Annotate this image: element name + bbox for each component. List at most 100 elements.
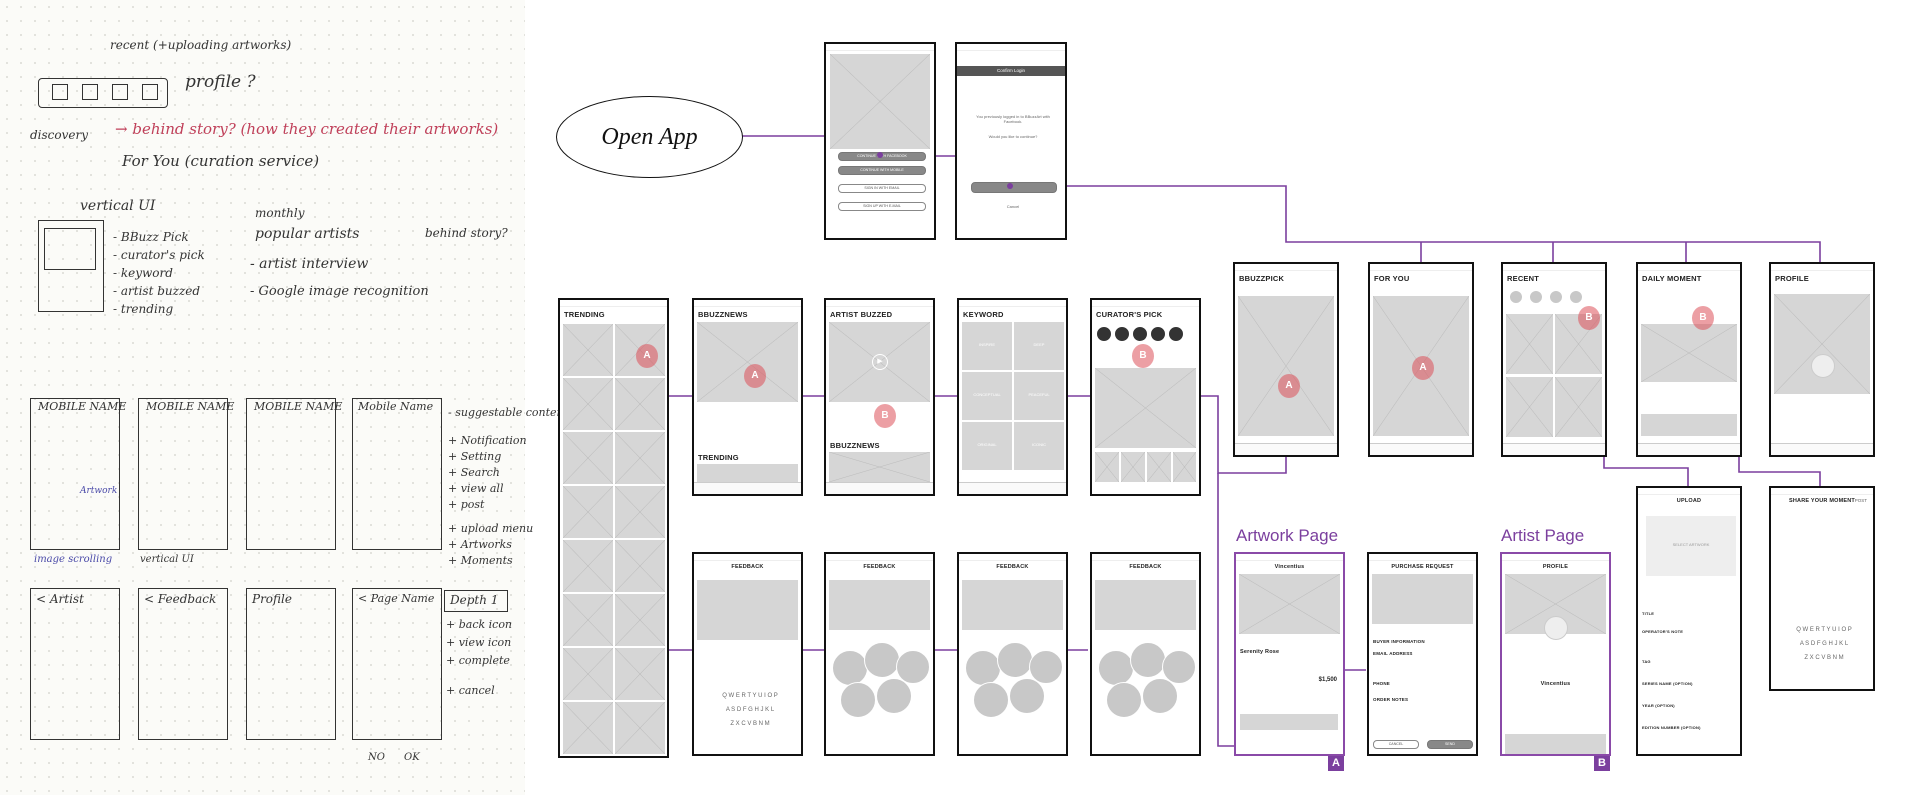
post-button[interactable]: POST bbox=[1854, 498, 1867, 503]
curator-avatar[interactable] bbox=[1114, 326, 1130, 342]
trending-tile[interactable] bbox=[563, 540, 613, 592]
curator-avatar[interactable] bbox=[1168, 326, 1184, 342]
screen-title: FOR YOU bbox=[1374, 274, 1410, 283]
trending-tile[interactable] bbox=[563, 702, 613, 754]
status-bar bbox=[1235, 264, 1337, 271]
cancel-button[interactable]: CANCEL bbox=[1373, 740, 1419, 749]
feedback-bubble[interactable] bbox=[876, 678, 912, 714]
keyword-tile[interactable]: INSPIRE bbox=[962, 322, 1012, 370]
keyword-tile[interactable]: PEACEFUL bbox=[1014, 372, 1064, 420]
select-artwork-text: SELECT ARTWORK bbox=[1672, 542, 1710, 547]
trending-tile[interactable] bbox=[563, 378, 613, 430]
pick-thumb[interactable] bbox=[1121, 452, 1145, 482]
curator-avatar[interactable] bbox=[1132, 326, 1148, 342]
feedback-bubble[interactable] bbox=[832, 650, 868, 686]
sketch-nav-icon bbox=[142, 84, 158, 100]
pick-thumb[interactable] bbox=[1173, 452, 1196, 482]
feedback-bubble[interactable] bbox=[1106, 682, 1142, 718]
trending-tile[interactable] bbox=[615, 594, 665, 646]
fb-cancel-link[interactable]: Cancel bbox=[1006, 204, 1020, 209]
sign-in-email-button[interactable]: SIGN IN WITH EMAIL bbox=[838, 184, 926, 193]
news-thumb[interactable] bbox=[829, 452, 930, 482]
sign-up-email-button[interactable]: SIGN UP WITH E-MAIL bbox=[838, 202, 926, 211]
keyboard-row[interactable]: A S D F G H J K L bbox=[1799, 641, 1849, 647]
pick-image[interactable] bbox=[1095, 368, 1196, 448]
recent-artwork[interactable] bbox=[1506, 377, 1553, 437]
artist-name[interactable]: Vincentius bbox=[1274, 564, 1305, 570]
screen-title: SHARE YOUR MOMENT bbox=[1789, 498, 1855, 504]
keyword-tile[interactable]: ICONIC bbox=[1014, 422, 1064, 470]
pick-thumb[interactable] bbox=[1095, 452, 1119, 482]
trending-tile[interactable] bbox=[563, 648, 613, 700]
feedback-bubble[interactable] bbox=[1029, 650, 1063, 684]
news-image[interactable] bbox=[697, 322, 798, 402]
feedback-bubble[interactable] bbox=[973, 682, 1009, 718]
status-bar bbox=[1771, 488, 1873, 495]
avatar[interactable] bbox=[1569, 290, 1583, 304]
trending-tile[interactable] bbox=[615, 702, 665, 754]
avatar[interactable] bbox=[1529, 290, 1543, 304]
status-bar bbox=[1236, 554, 1343, 561]
recent-artwork[interactable] bbox=[1555, 377, 1602, 437]
trending-tile[interactable] bbox=[615, 378, 665, 430]
fb-continue-button[interactable] bbox=[971, 182, 1057, 193]
curator-avatar[interactable] bbox=[1150, 326, 1166, 342]
trending-tile[interactable] bbox=[615, 432, 665, 484]
trending-tile[interactable] bbox=[563, 432, 613, 484]
screen-title: PROFILE bbox=[1542, 564, 1569, 570]
feedback-bubble[interactable] bbox=[840, 682, 876, 718]
trending-tile[interactable] bbox=[615, 540, 665, 592]
tab-bar[interactable] bbox=[959, 482, 1066, 494]
screen-title: ARTIST BUZZED bbox=[830, 310, 893, 319]
sketch-note: + back icon bbox=[446, 618, 513, 631]
sketch-phone bbox=[30, 588, 120, 740]
trending-tile[interactable] bbox=[563, 486, 613, 538]
avatar[interactable] bbox=[1509, 290, 1523, 304]
tab-bar[interactable] bbox=[826, 482, 933, 494]
feedback-bubble[interactable] bbox=[997, 642, 1033, 678]
feedback-bubble[interactable] bbox=[965, 650, 1001, 686]
tab-bar[interactable] bbox=[694, 482, 801, 494]
avatar[interactable] bbox=[1549, 290, 1563, 304]
keyboard-row[interactable]: Z X C V B N M bbox=[730, 721, 770, 727]
feedback-bubble[interactable] bbox=[1142, 678, 1178, 714]
artist-works[interactable] bbox=[1505, 734, 1606, 754]
continue-mobile-button[interactable]: CONTINUE WITH MOBILE bbox=[838, 166, 926, 175]
trending-tile[interactable] bbox=[563, 594, 613, 646]
send-button[interactable]: SEND bbox=[1427, 740, 1473, 749]
screen-title: FEEDBACK bbox=[996, 564, 1029, 570]
feedback-bubble[interactable] bbox=[1130, 642, 1166, 678]
tab-bar[interactable] bbox=[1235, 443, 1337, 455]
feedback-bubble[interactable] bbox=[896, 650, 930, 684]
feedback-bubble[interactable] bbox=[1162, 650, 1196, 684]
select-artwork-area[interactable]: SELECT ARTWORK bbox=[1646, 516, 1736, 576]
status-bar bbox=[959, 300, 1066, 307]
sketch-phone bbox=[352, 588, 442, 740]
curator-avatar[interactable] bbox=[1096, 326, 1112, 342]
keyword-tile[interactable]: DEEP bbox=[1014, 322, 1064, 370]
keyword-tile[interactable]: ORIGINAL bbox=[962, 422, 1012, 470]
trending-tile[interactable] bbox=[563, 324, 613, 376]
feedback-bubble[interactable] bbox=[1009, 678, 1045, 714]
artwork-thumb[interactable] bbox=[1240, 714, 1338, 730]
tab-bar[interactable] bbox=[1638, 443, 1740, 455]
feedback-bubble[interactable] bbox=[1098, 650, 1134, 686]
trending-tile[interactable] bbox=[615, 648, 665, 700]
tab-bar[interactable] bbox=[1370, 443, 1472, 455]
feedback-bubble[interactable] bbox=[864, 642, 900, 678]
keyword-tile[interactable]: CONCEPTUAL bbox=[962, 372, 1012, 420]
tab-bar[interactable] bbox=[1771, 443, 1873, 455]
feedback-screen-2: FEEDBACK bbox=[824, 552, 935, 756]
recent-artwork[interactable] bbox=[1506, 314, 1553, 374]
tab-bar[interactable] bbox=[1503, 443, 1605, 455]
pick-thumb[interactable] bbox=[1147, 452, 1171, 482]
keyboard-row[interactable]: Q W E R T Y U I O P bbox=[1796, 627, 1852, 633]
trending-tile[interactable] bbox=[615, 486, 665, 538]
screen-title: CURATOR'S PICK bbox=[1096, 310, 1163, 319]
play-icon[interactable]: ▶ bbox=[872, 354, 888, 370]
status-bar bbox=[694, 300, 801, 307]
keyboard-row[interactable]: Q W E R T Y U I O P bbox=[722, 693, 778, 699]
keyboard-row[interactable]: Z X C V B N M bbox=[1804, 655, 1844, 661]
badge-b: B bbox=[1594, 756, 1610, 771]
keyboard-row[interactable]: A S D F G H J K L bbox=[725, 707, 775, 713]
